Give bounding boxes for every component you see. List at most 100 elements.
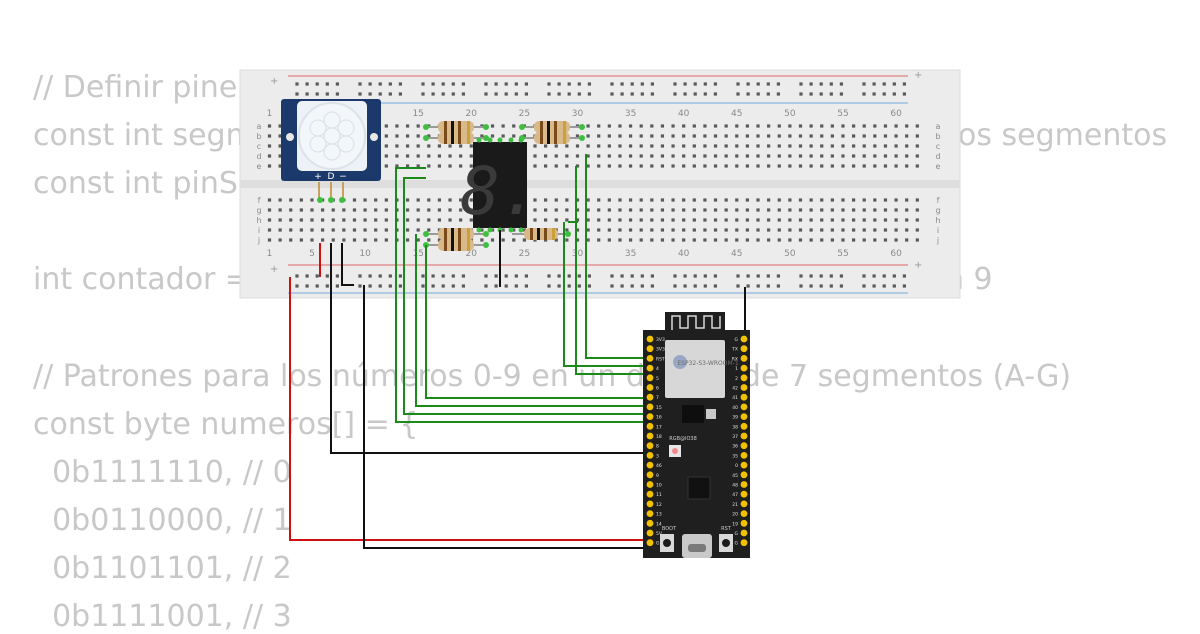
esp32-pin[interactable] xyxy=(740,335,748,343)
esp32-pin[interactable] xyxy=(740,403,748,411)
breadboard-hole xyxy=(586,134,590,138)
esp32-pin[interactable] xyxy=(740,471,748,479)
esp32-pin[interactable] xyxy=(646,529,654,537)
esp32-pin[interactable] xyxy=(646,403,654,411)
esp32-pin[interactable] xyxy=(740,529,748,537)
esp32-s3-devkit[interactable]: ESP32-S3-WROOM-1 RGB@IO38 BOOT RST 3V33V… xyxy=(643,312,750,558)
wires[interactable] xyxy=(289,154,746,549)
breadboard-hole xyxy=(915,134,919,138)
breadboard-hole xyxy=(798,154,803,158)
esp32-pin[interactable] xyxy=(740,481,748,488)
column-number: 15 xyxy=(412,109,423,119)
esp32-pin[interactable] xyxy=(646,355,654,362)
esp32-pin[interactable] xyxy=(646,422,654,430)
esp32-pin[interactable] xyxy=(740,413,748,420)
esp32-pin[interactable] xyxy=(646,374,654,382)
esp32-pin[interactable] xyxy=(740,355,748,362)
esp32-pin[interactable] xyxy=(646,364,654,372)
breadboard-hole xyxy=(587,82,591,86)
esp32-pin[interactable] xyxy=(740,374,748,382)
column-number: 1 xyxy=(267,109,273,119)
breadboard-hole xyxy=(809,124,813,128)
esp32-pin[interactable] xyxy=(740,452,748,459)
esp32-pin[interactable] xyxy=(740,519,748,527)
breadboard-hole xyxy=(267,154,272,158)
breadboard-hole xyxy=(671,218,675,222)
esp32-pin[interactable] xyxy=(646,539,654,547)
esp32-pin-label: 39 xyxy=(732,415,738,421)
esp32-pin[interactable] xyxy=(646,461,654,469)
esp32-pin[interactable] xyxy=(740,364,748,372)
esp32-pin[interactable] xyxy=(646,335,654,343)
breadboard-hole xyxy=(395,144,399,148)
esp32-pin[interactable] xyxy=(646,490,654,498)
esp32-pin[interactable] xyxy=(646,413,654,420)
esp32-pin[interactable] xyxy=(646,519,654,527)
esp32-pin[interactable] xyxy=(646,384,654,391)
breadboard-hole xyxy=(278,218,282,222)
breadboard-hole xyxy=(504,274,508,278)
breadboard-hole xyxy=(746,284,750,288)
esp32-pin-label: TX xyxy=(731,347,738,353)
breadboard-hole xyxy=(363,208,367,212)
breadboard-hole xyxy=(788,144,792,148)
esp32-pin[interactable] xyxy=(740,345,748,353)
esp32-pin-label: 13 xyxy=(656,512,662,518)
breadboard-hole xyxy=(610,284,614,288)
esp32-pin[interactable] xyxy=(646,393,654,401)
esp32-pin[interactable] xyxy=(740,393,748,401)
resistors[interactable] xyxy=(423,121,585,251)
breadboard-hole xyxy=(437,164,442,168)
breadboard-hole xyxy=(607,218,611,222)
breadboard-hole xyxy=(862,198,866,202)
breadboard-hole xyxy=(352,208,357,212)
esp32-pin[interactable] xyxy=(740,490,748,498)
esp32-pin[interactable] xyxy=(740,500,748,508)
esp32-pin[interactable] xyxy=(740,422,748,430)
breadboard-hole xyxy=(586,198,590,202)
breadboard-hole xyxy=(767,134,771,138)
esp32-pin-label: 20 xyxy=(732,512,738,518)
esp32-pin[interactable] xyxy=(646,452,654,459)
breadboard-hole xyxy=(767,124,771,128)
breadboard-hole xyxy=(767,198,771,202)
esp32-pin[interactable] xyxy=(646,481,654,488)
breadboard-hole xyxy=(437,218,442,222)
breadboard-hole xyxy=(852,134,856,138)
breadboard-hole xyxy=(894,164,898,168)
wire-green xyxy=(403,177,650,415)
esp32-pin[interactable] xyxy=(646,442,654,450)
pir-motion-sensor[interactable]: + D − xyxy=(281,99,381,203)
esp32-pin[interactable] xyxy=(740,432,748,440)
breadboard-hole xyxy=(873,218,877,222)
breadboard-hole xyxy=(852,218,856,222)
esp32-pin[interactable] xyxy=(740,510,748,517)
esp32-pin[interactable] xyxy=(740,539,748,547)
breadboard-hole xyxy=(693,274,697,278)
breadboard-hole xyxy=(766,82,770,86)
esp32-pin[interactable] xyxy=(646,345,654,353)
breadboard-hole xyxy=(378,92,382,96)
esp32-pin[interactable] xyxy=(740,384,748,391)
esp32-pin[interactable] xyxy=(646,471,654,479)
wire-black xyxy=(363,285,650,549)
breadboard-hole xyxy=(829,82,833,86)
esp32-pin[interactable] xyxy=(740,442,748,450)
esp32-pin[interactable] xyxy=(740,461,748,469)
resistor xyxy=(522,132,582,144)
breadboard-hole xyxy=(384,228,388,232)
breadboard-hole xyxy=(321,218,325,222)
column-number: 55 xyxy=(837,249,848,259)
seven-segment-display[interactable]: 8. xyxy=(460,137,540,233)
breadboard-hole xyxy=(746,92,750,96)
esp32-pin[interactable] xyxy=(646,432,654,440)
resistor xyxy=(522,121,582,133)
row-letter: i xyxy=(258,226,260,235)
breadboard-hole xyxy=(745,238,749,242)
breadboard-hole xyxy=(703,154,707,158)
esp32-pin[interactable] xyxy=(646,510,654,517)
breadboard-hole xyxy=(736,274,740,278)
breadboard-hole xyxy=(862,284,866,288)
esp32-pin[interactable] xyxy=(646,500,654,508)
